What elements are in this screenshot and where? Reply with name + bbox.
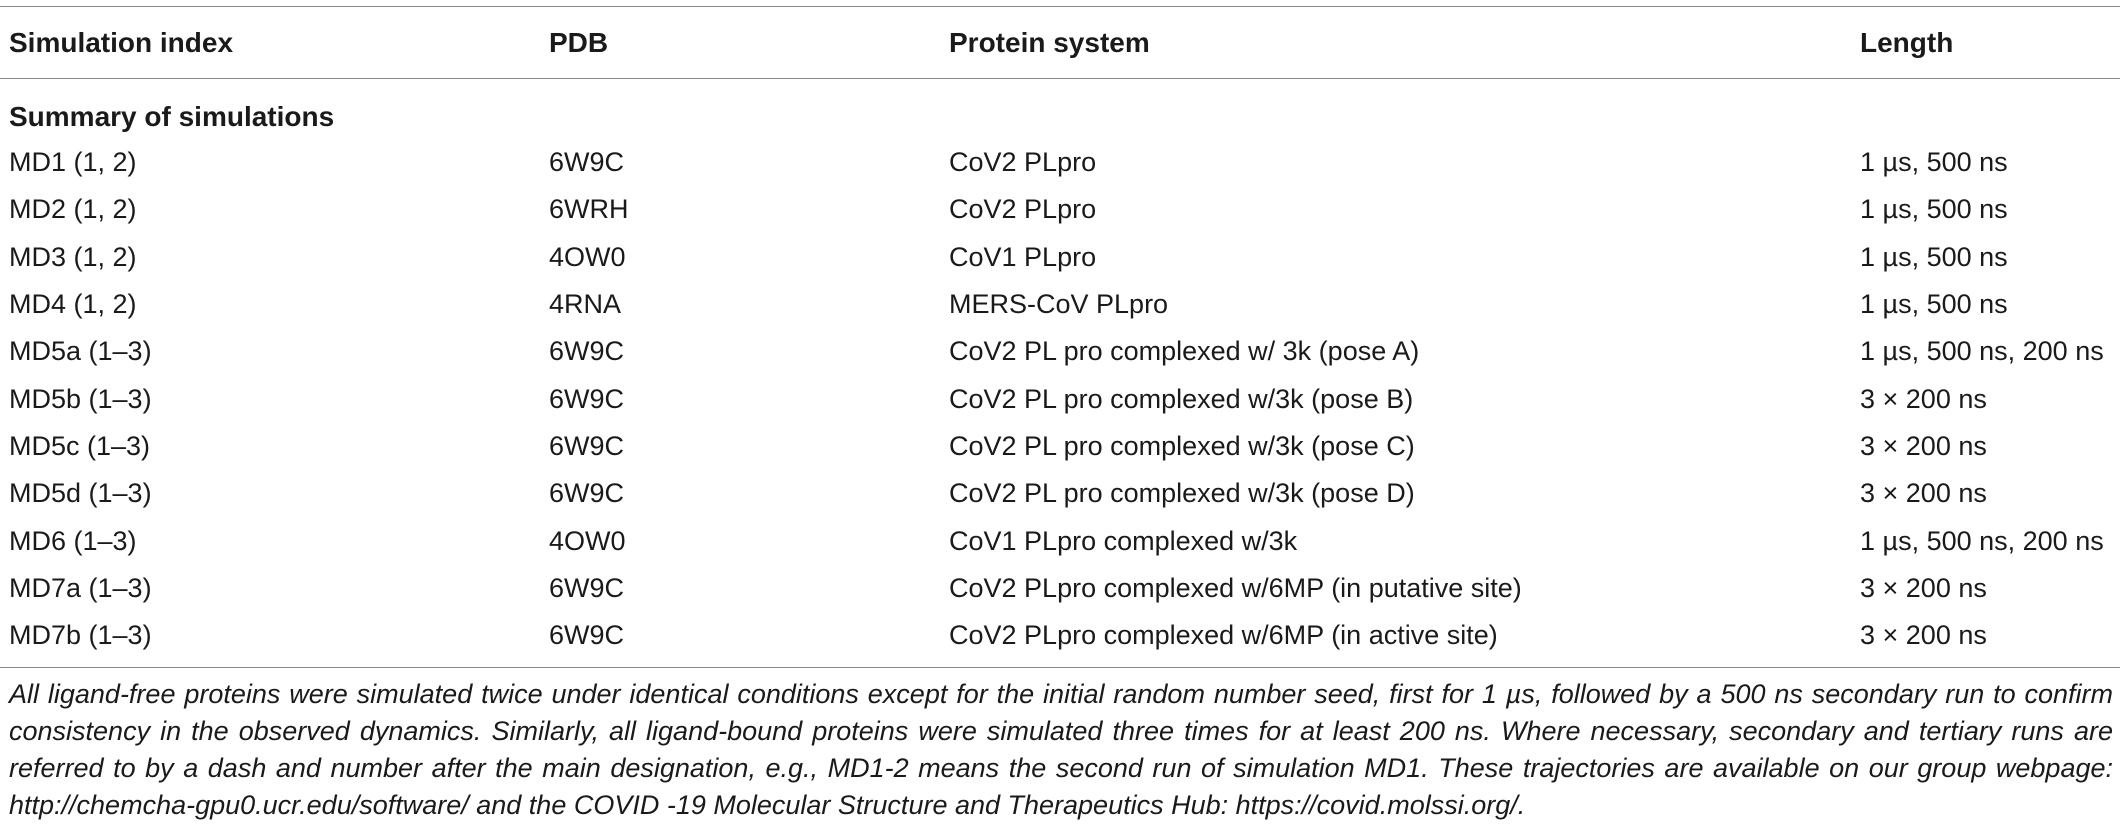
section-label: Summary of simulations: [9, 101, 335, 132]
cell-protein-system: CoV2 PL pro complexed w/3k (pose C): [949, 430, 1415, 461]
table-row: MD5c (1–3) 6W9C CoV2 PL pro complexed w/3k…: [0, 423, 2120, 470]
table-row: MD7b (1–3) 6W9C CoV2 PLpro complexed w/6MP…: [0, 612, 2120, 659]
table-row: MD5b (1–3) 6W9C CoV2 PL pro complexed w/3k…: [0, 375, 2120, 422]
cell-pdb: 6W9C: [549, 336, 625, 367]
table-row: MD5a (1–3) 6W9C CoV2 PL pro complexed w/ 3…: [0, 328, 2120, 375]
cell-protein-system: CoV2 PL pro complexed w/3k (pose D): [949, 478, 1415, 509]
table-row: MD3 (1, 2) 4OW0 CoV1 PLpro 1 µs, 500 ns: [0, 234, 2120, 281]
cell-length: 3 × 200 ns: [1860, 383, 1987, 414]
cell-pdb: 6W9C: [549, 383, 625, 414]
header-band: [0, 7, 2120, 78]
header-pdb: PDB: [549, 26, 609, 58]
cell-length: 3 × 200 ns: [1860, 478, 1987, 509]
table-row: MD2 (1, 2) 6WRH CoV2 PLpro 1 µs, 500 ns: [0, 186, 2120, 233]
cell-length: 3 × 200 ns: [1860, 572, 1987, 603]
cell-protein-system: MERS-CoV PLpro: [949, 289, 1169, 320]
simulation-table: Simulation index PDB Protein system Leng…: [0, 7, 2120, 659]
cell-pdb: 6W9C: [549, 430, 625, 461]
cell-pdb: 4OW0: [549, 525, 626, 556]
table-row: MD5d (1–3) 6W9C CoV2 PL pro complexed w/3k…: [0, 470, 2120, 517]
table-header: Simulation index PDB Protein system Leng…: [0, 7, 2120, 78]
cell-length: 1 µs, 500 ns: [1860, 289, 2008, 320]
cell-protein-system: CoV2 PLpro: [949, 147, 1097, 178]
header-protein-system: Protein system: [949, 26, 1150, 58]
cell-protein-system: CoV2 PL pro complexed w/3k (pose B): [949, 383, 1414, 414]
cell-pdb: 6W9C: [549, 620, 625, 651]
cell-length: 1 µs, 500 ns: [1860, 241, 2008, 272]
cell-simulation-index: MD5a (1–3): [9, 336, 152, 367]
header-rule: [0, 78, 2120, 79]
table-row: MD6 (1–3) 4OW0 CoV1 PLpro complexed w/3k 1 …: [0, 517, 2120, 564]
cell-pdb: 6W9C: [549, 478, 625, 509]
table-body: Summary of simulations MD1 (1, 2) 6W9C CoV…: [0, 78, 2120, 659]
cell-protein-system: CoV1 PLpro: [949, 241, 1097, 272]
cell-protein-system: CoV2 PLpro: [949, 194, 1097, 225]
cell-protein-system: CoV2 PLpro complexed w/6MP (in putative …: [949, 572, 1522, 603]
header-row: Simulation index PDB Protein system Leng…: [0, 7, 2120, 78]
header-length: Length: [1860, 26, 1954, 58]
cell-pdb: 6WRH: [549, 194, 629, 225]
cell-length: 3 × 200 ns: [1860, 430, 1987, 461]
table-footnote: All ligand-free proteins were simulated …: [9, 679, 2113, 820]
cell-length: 1 µs, 500 ns: [1860, 194, 2008, 225]
cell-simulation-index: MD3 (1, 2): [9, 241, 137, 272]
cell-pdb: 4OW0: [549, 241, 626, 272]
cell-simulation-index: MD7b (1–3): [9, 620, 152, 651]
cell-simulation-index: MD5b (1–3): [9, 383, 152, 414]
cell-protein-system: CoV1 PLpro complexed w/3k: [949, 525, 1298, 556]
cell-simulation-index: MD2 (1, 2): [9, 194, 137, 225]
cell-pdb: 4RNA: [549, 289, 622, 320]
cell-simulation-index: MD4 (1, 2): [9, 289, 137, 320]
section-row: Summary of simulations: [0, 78, 2120, 139]
cell-pdb: 6W9C: [549, 572, 625, 603]
cell-simulation-index: MD5d (1–3): [9, 478, 152, 509]
cell-length: 3 × 200 ns: [1860, 620, 1987, 651]
cell-protein-system: CoV2 PLpro complexed w/6MP (in active si…: [949, 620, 1498, 651]
bottom-rule: [0, 667, 2120, 668]
cell-pdb: 6W9C: [549, 147, 625, 178]
cell-simulation-index: MD5c (1–3): [9, 430, 151, 461]
cell-simulation-index: MD7a (1–3): [9, 572, 152, 603]
cell-length: 1 µs, 500 ns, 200 ns: [1860, 336, 2104, 367]
cell-length: 1 µs, 500 ns, 200 ns: [1860, 525, 2104, 556]
cell-simulation-index: MD6 (1–3): [9, 525, 137, 556]
top-rule: [0, 6, 2120, 7]
table-row: MD1 (1, 2) 6W9C CoV2 PLpro 1 µs, 500 ns: [0, 139, 2120, 186]
table-row: MD7a (1–3) 6W9C CoV2 PLpro complexed w/6MP…: [0, 565, 2120, 612]
cell-length: 1 µs, 500 ns: [1860, 147, 2008, 178]
table-row: MD4 (1, 2) 4RNA MERS-CoV PLpro 1 µs, 500 ns: [0, 281, 2120, 328]
cell-simulation-index: MD1 (1, 2): [9, 147, 137, 178]
header-simulation-index: Simulation index: [9, 26, 234, 58]
cell-protein-system: CoV2 PL pro complexed w/ 3k (pose A): [949, 336, 1420, 367]
